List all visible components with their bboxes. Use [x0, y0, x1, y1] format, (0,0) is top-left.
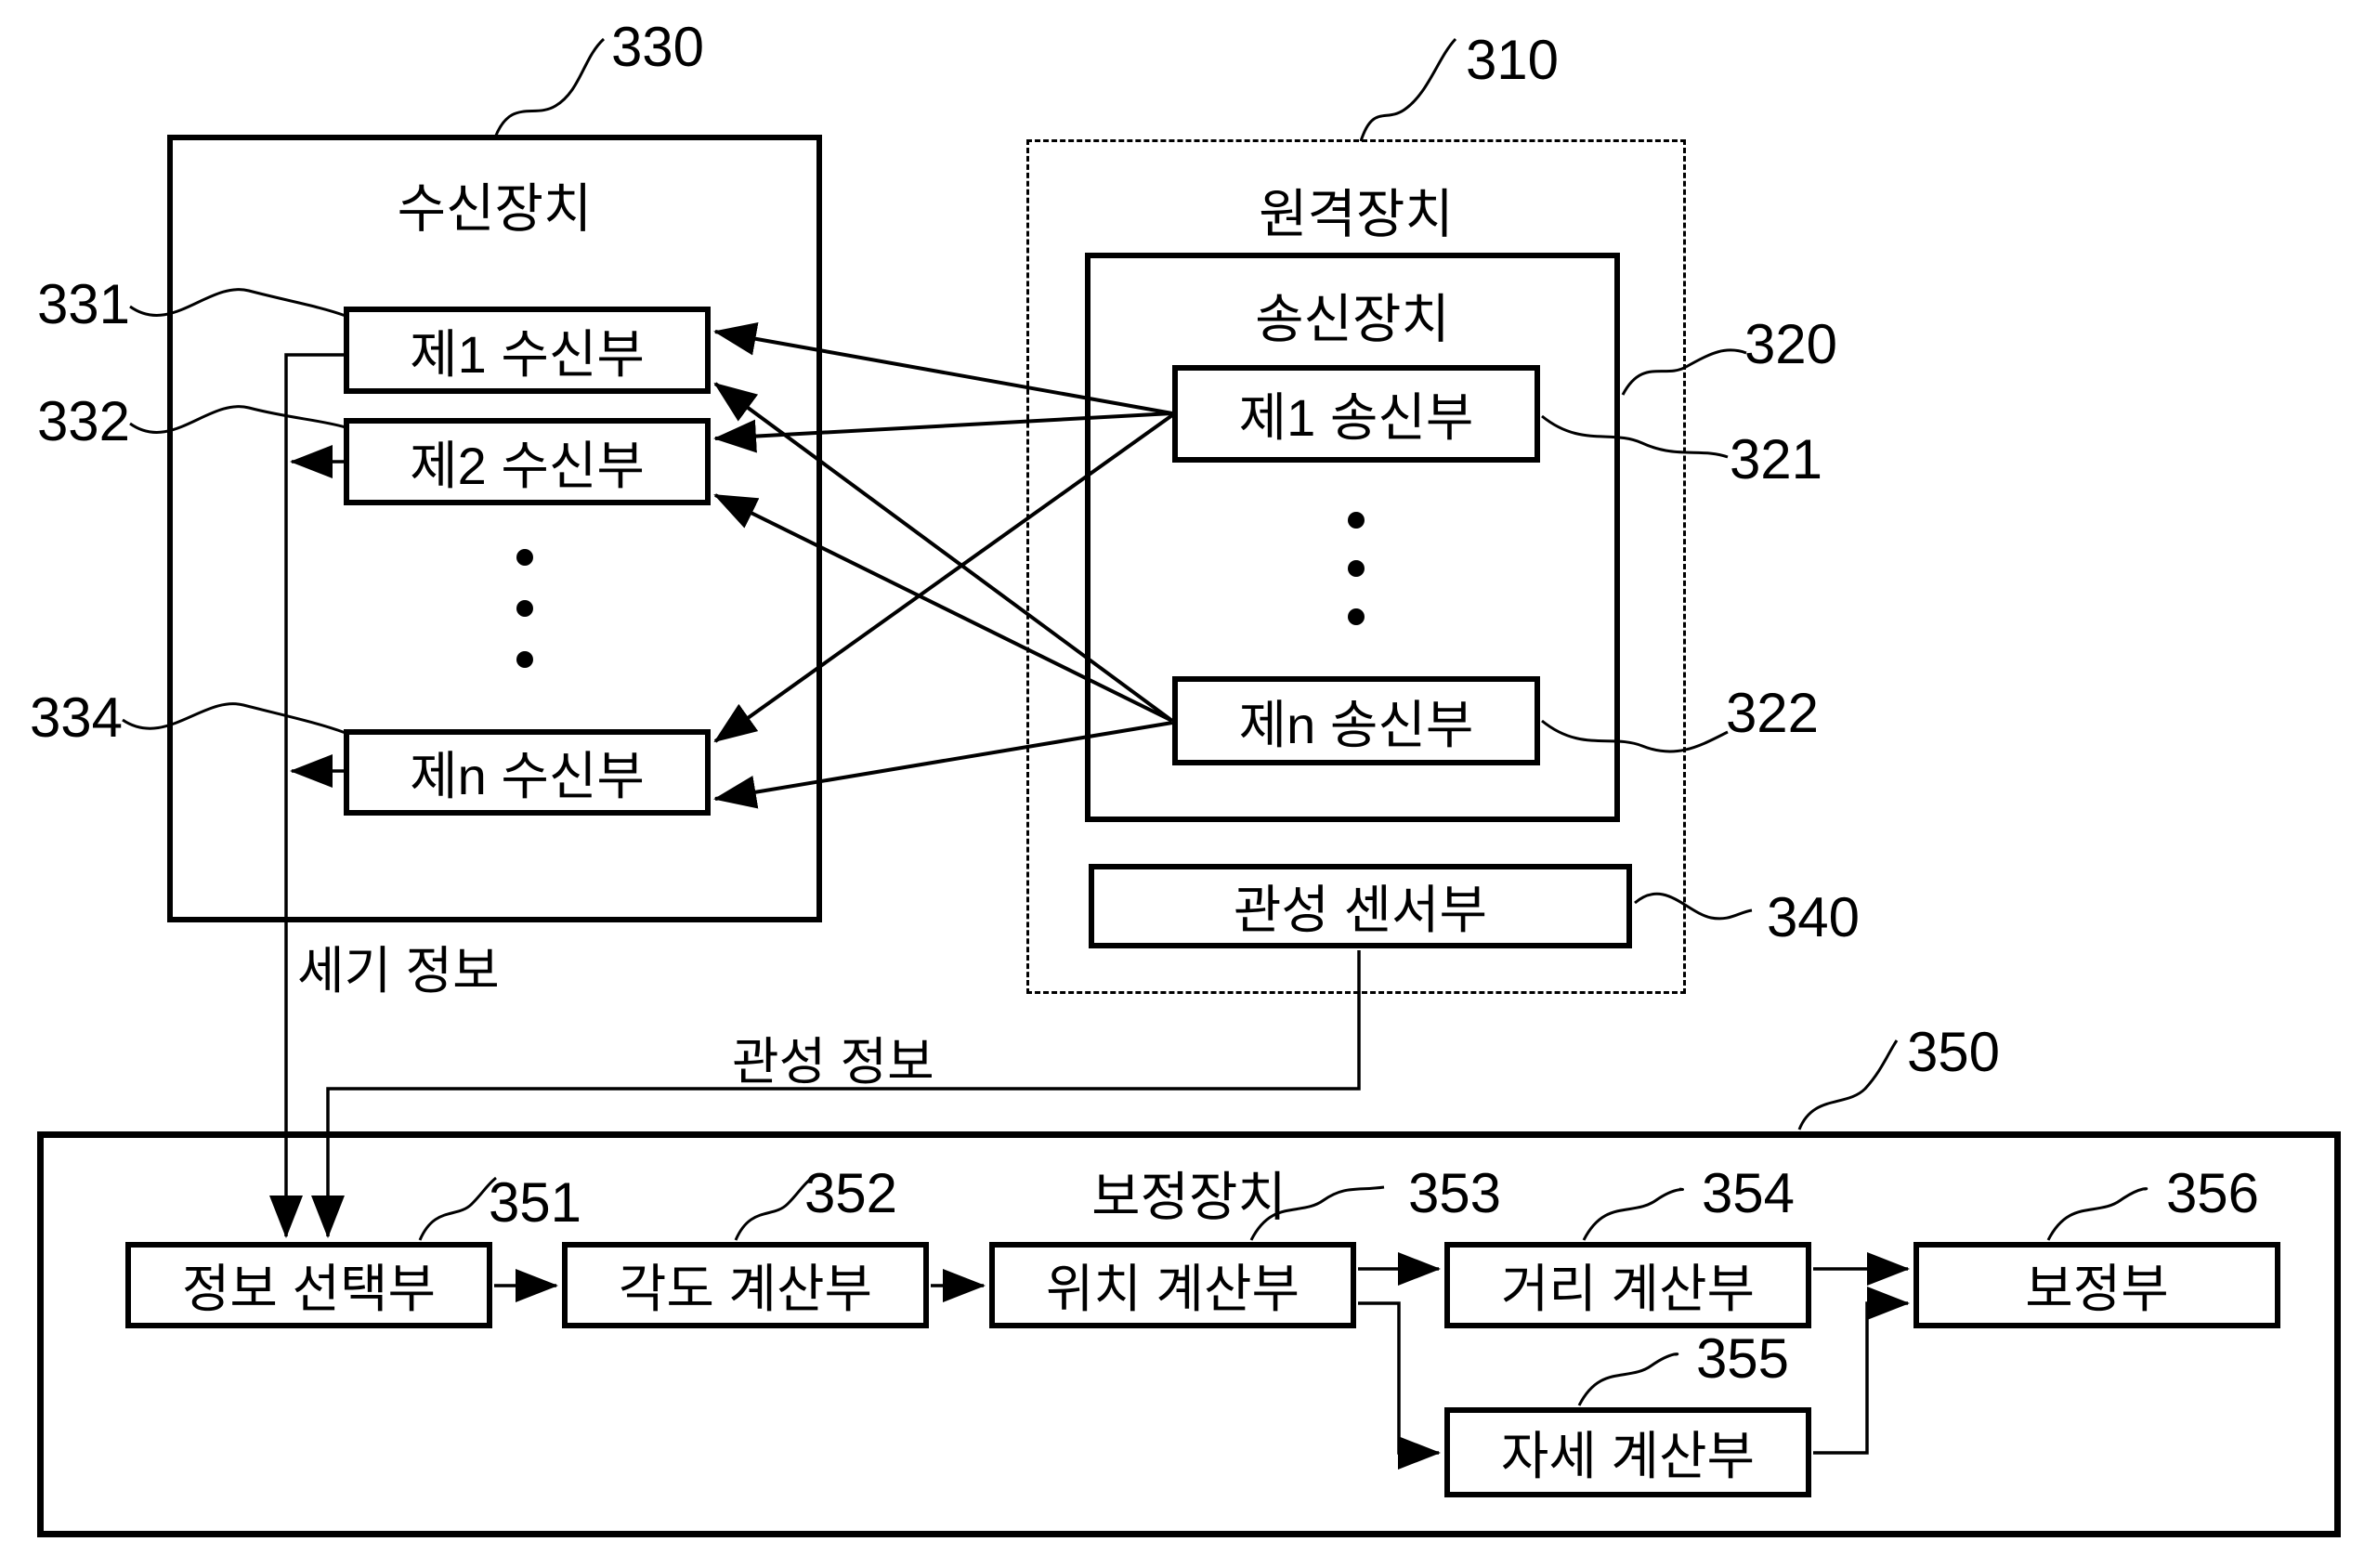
ref-351: 351 — [488, 1171, 582, 1234]
receiver-1-box: 제1 수신부 — [344, 307, 711, 394]
receiver-2-label: 제2 수신부 — [410, 436, 645, 495]
leader-350 — [1797, 1039, 1899, 1130]
strength-info-label: 세기 정보 — [297, 942, 500, 1000]
receiver-n-box: 제n 수신부 — [344, 729, 711, 816]
transmitter-1-box: 제1 송신부 — [1172, 365, 1540, 463]
ref-334: 334 — [29, 686, 124, 749]
ref-322: 322 — [1725, 682, 1820, 744]
ref-332: 332 — [36, 390, 131, 452]
correction-device-title: 보정장치 — [1091, 1168, 1286, 1227]
receiver-n-label: 제n 수신부 — [410, 747, 645, 805]
correction-device-box: 보정장치 — [37, 1131, 2341, 1537]
ref-330: 330 — [610, 16, 705, 78]
transmitter-n-label: 제n 송신부 — [1238, 695, 1474, 754]
receiver-1-label: 제1 수신부 — [410, 324, 645, 384]
receiver-device-title: 수신장치 — [397, 179, 593, 239]
inertia-info-label: 관성 정보 — [732, 1033, 934, 1091]
ref-331: 331 — [36, 273, 131, 335]
angle-calculator-label: 각도 계산부 — [618, 1260, 873, 1318]
ref-352: 352 — [803, 1162, 898, 1224]
ref-320: 320 — [1744, 313, 1838, 375]
info-selector-label: 정보 선택부 — [181, 1260, 437, 1318]
ref-321: 321 — [1729, 428, 1823, 490]
position-calculator-label: 위치 계산부 — [1045, 1260, 1300, 1318]
inertial-sensor-box: 관성 센서부 — [1089, 864, 1632, 948]
transmitter-n-box: 제n 송신부 — [1172, 676, 1540, 765]
ref-356: 356 — [2165, 1162, 2260, 1224]
transmitter-1-label: 제1 송신부 — [1238, 388, 1474, 447]
correction-unit-label: 보정부 — [2025, 1260, 2169, 1318]
distance-calculator-box: 거리 계산부 — [1444, 1242, 1811, 1328]
distance-calculator-label: 거리 계산부 — [1500, 1260, 1756, 1318]
position-calculator-box: 위치 계산부 — [989, 1242, 1356, 1328]
info-selector-box: 정보 선택부 — [125, 1242, 492, 1328]
correction-unit-box: 보정부 — [1913, 1242, 2280, 1328]
remote-device-title: 원격장치 — [1259, 185, 1454, 244]
leader-330 — [493, 37, 606, 138]
leader-310 — [1359, 37, 1457, 142]
transmitter-device-title: 송신장치 — [1255, 290, 1450, 349]
ref-310: 310 — [1465, 29, 1560, 91]
attitude-calculator-label: 자세 계산부 — [1500, 1427, 1756, 1485]
ref-355: 355 — [1695, 1327, 1790, 1390]
inertial-sensor-label: 관성 센서부 — [1233, 881, 1488, 939]
ref-350: 350 — [1906, 1021, 2001, 1083]
attitude-calculator-box: 자세 계산부 — [1444, 1407, 1811, 1497]
ref-353: 353 — [1407, 1162, 1502, 1224]
receiver-2-box: 제2 수신부 — [344, 418, 711, 505]
ref-354: 354 — [1701, 1162, 1796, 1224]
angle-calculator-box: 각도 계산부 — [562, 1242, 929, 1328]
ref-340: 340 — [1766, 886, 1861, 948]
